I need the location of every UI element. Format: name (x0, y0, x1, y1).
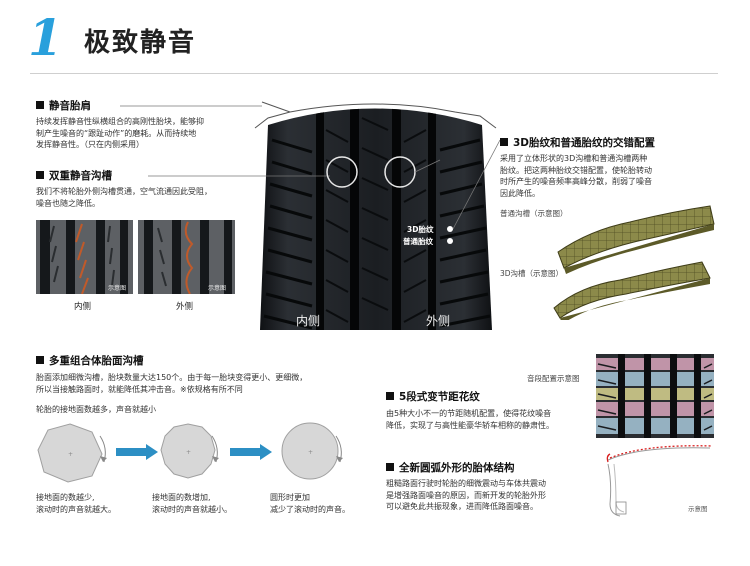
more-contact-caption-line: 接地面的数增加, (152, 493, 211, 502)
few-contact-caption: 接地面的数越少, 滚动时的声音就越大。 (36, 492, 116, 515)
double-groove-text-line: 噪音也随之降低。 (36, 198, 100, 208)
title-divider (30, 73, 718, 74)
pitch-text-line: 由5种大小不一的节距随机配置，使得花纹噪音 (386, 409, 552, 418)
more-contact-caption: 接地面的数增加, 滚动时的声音就越小。 (152, 492, 232, 515)
bullet-square-icon (386, 463, 394, 471)
contact-shape-diagram: + + + (37, 422, 343, 483)
arc-text-line: 可以避免此共振现象，进而降低路面噪音。 (386, 502, 538, 511)
round-contact-caption: 圆形时更加 减少了滚动时的声音。 (270, 492, 350, 515)
bullet-square-icon (386, 392, 394, 400)
arc-text-line: 是增强路面噪音的原因，而新开发的轮胎外形 (386, 490, 546, 500)
pattern-3d-text-line: 胎纹。把这两种胎纹交错配置，使轮胎转动 (500, 165, 652, 175)
svg-text:+: + (186, 449, 191, 456)
pattern-3d-text-line: 采用了立体形状的3D沟槽和普通沟槽两种 (500, 154, 648, 163)
bullet-square-icon (36, 171, 44, 179)
tire-outer-label: 外侧 (426, 314, 451, 328)
arc-img-tag: 示意图 (688, 505, 708, 513)
shoulder-heading: 静音胎肩 (36, 100, 91, 113)
double-groove-text: 我们不将轮胎外侧沟槽贯通，空气流通因此受阻， 噪音也随之降低。 (36, 186, 261, 209)
multi-block-heading: 多重组合体胎面沟槽 (36, 355, 144, 368)
pattern-3d-title: 3D胎纹和普通胎纹的交错配置 (513, 137, 656, 149)
arc-profile-diagram (606, 445, 713, 517)
pitch-diagram-label: 音段配置示意图 (527, 374, 580, 383)
page-title: 极致静音 (84, 28, 197, 58)
tire-3d-label: 3D胎纹 (407, 225, 434, 234)
pitch-text-line: 降低，实现了与高性能豪华轿车相称的静肃性。 (386, 420, 554, 430)
svg-text:+: + (68, 451, 73, 458)
arc-title: 全新圆弧外形的胎体结构 (399, 462, 515, 474)
multi-block-title: 多重组合体胎面沟槽 (49, 355, 144, 367)
shoulder-text-line: 发挥静音性。（只在内侧采用） (36, 140, 144, 149)
pitch-title: 5段式变节距花纹 (399, 391, 480, 403)
outer-photo-tag: 示意图 (208, 285, 227, 292)
bullet-square-icon (36, 356, 44, 364)
pitch-heading: 5段式变节距花纹 (386, 391, 480, 404)
outer-label: 外侧 (176, 302, 194, 312)
round-contact-caption-line: 圆形时更加 (270, 493, 310, 502)
more-contact-caption-line: 滚动时的声音就越小。 (152, 504, 232, 514)
svg-text:+: + (308, 449, 313, 456)
bullet-square-icon (36, 101, 44, 109)
bullet-square-icon (500, 138, 508, 146)
three-d-groove-caption: 3D沟槽（示意图） (500, 269, 564, 278)
round-contact-caption-line: 减少了滚动时的声音。 (270, 504, 350, 514)
multi-block-text-line: 所以当接触路面时，就能降低其冲击音。※依规格有所不同 (36, 384, 243, 394)
pattern-3d-text: 采用了立体形状的3D沟槽和普通沟槽两种 胎纹。把这两种胎纹交错配置，使轮胎转动 … (500, 153, 720, 199)
pitch-diagram (596, 354, 714, 438)
pattern-3d-text-line: 因此降低。 (500, 188, 540, 198)
few-contact-caption-line: 接地面的数越少, (36, 493, 95, 502)
outer-groove-photo (138, 220, 235, 294)
pattern-3d-text-line: 时所产生的噪音频率高峰分散，削弱了噪音 (500, 177, 652, 186)
arc-heading: 全新圆弧外形的胎体结构 (386, 462, 515, 475)
multi-block-text: 胎面添加细微沟槽，胎块数量大达150个。由于每一胎块变得更小、更细微， 所以当接… (36, 372, 376, 395)
groove-3d-models (553, 205, 715, 320)
normal-groove-caption: 普通沟槽（示意图） (500, 209, 568, 218)
multi-block-text-line: 胎面添加细微沟槽，胎块数量大达150个。由于每一胎块变得更小、更细微， (36, 373, 308, 382)
double-groove-title: 双重静音沟槽 (49, 170, 112, 182)
shoulder-title: 静音胎肩 (49, 100, 91, 112)
arc-text-line: 粗糙路面行驶时轮胎的细微震动与车体共震动 (386, 479, 546, 488)
shoulder-text-line: 制产生噪音的“跟趾动作”的磨耗。从而持续地 (36, 128, 197, 138)
section-number: 1 (28, 8, 63, 67)
double-groove-text-line: 我们不将轮胎外侧沟槽贯通，空气流通因此受阻， (36, 187, 212, 196)
inner-photo-tag: 示意图 (108, 285, 127, 292)
double-groove-heading: 双重静音沟槽 (36, 170, 112, 183)
inner-groove-photo (36, 220, 133, 294)
inner-label: 内侧 (74, 302, 92, 312)
arc-text: 粗糙路面行驶时轮胎的细微震动与车体共震动 是增强路面噪音的原因，而新开发的轮胎外… (386, 478, 596, 513)
tire-inner-label: 内侧 (296, 314, 321, 328)
tire-normal-label: 普通胎纹 (403, 237, 433, 246)
few-contact-caption-line: 滚动时的声音就越大。 (36, 504, 116, 514)
shoulder-text: 持续发挥静音性纵横组合的高刚性胎块，能够抑 制产生噪音的“跟趾动作”的磨耗。从而… (36, 116, 261, 151)
pattern-3d-heading: 3D胎纹和普通胎纹的交错配置 (500, 137, 655, 150)
multi-block-subtitle: 轮胎的接地面数越多，声音就越小 (36, 405, 156, 414)
pitch-text: 由5种大小不一的节距随机配置，使得花纹噪音 降低，实现了与高性能豪华轿车相称的静… (386, 408, 596, 431)
shoulder-text-line: 持续发挥静音性纵横组合的高刚性胎块，能够抑 (36, 117, 204, 126)
